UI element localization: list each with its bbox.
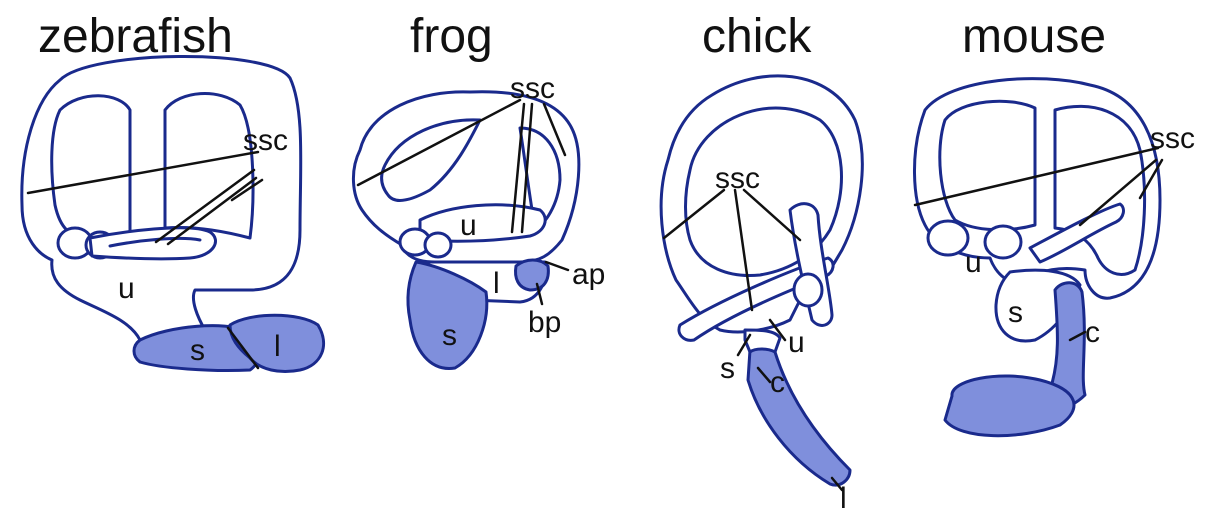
label-chick-c: c bbox=[770, 366, 785, 399]
label-chick-l: l bbox=[840, 482, 847, 512]
label-frog-u: u bbox=[460, 209, 477, 242]
label-chick-s: s bbox=[720, 352, 735, 385]
label-chick-u: u bbox=[788, 326, 805, 359]
label-frog-ssc: ssc bbox=[510, 72, 555, 105]
chick-saccule-stem bbox=[745, 330, 780, 352]
label-mouse-u: u bbox=[965, 246, 982, 279]
label-frog-ap: ap bbox=[572, 258, 605, 291]
chick-ampulla bbox=[794, 274, 822, 306]
label-frog-bp: bp bbox=[528, 306, 561, 339]
label-zebrafish-l: l bbox=[274, 330, 281, 363]
mouse-cochlea-coil bbox=[945, 376, 1074, 436]
panel-title-frog: frog bbox=[410, 10, 493, 63]
mouse-anterior-canal-lumen bbox=[940, 101, 1035, 229]
label-mouse-ssc: ssc bbox=[1150, 122, 1195, 155]
label-mouse-c: c bbox=[1085, 316, 1100, 349]
label-zebrafish-u: u bbox=[118, 272, 135, 305]
panel-zebrafish: zebrafish u s l ssc bbox=[22, 10, 324, 372]
label-frog-s: s bbox=[442, 319, 457, 352]
panel-title-chick: chick bbox=[702, 10, 812, 63]
mouse-ampulla-2 bbox=[985, 226, 1021, 258]
panel-mouse: mouse u s c ssc bbox=[914, 10, 1195, 436]
mouse-ampulla-1 bbox=[928, 221, 968, 255]
chick-cochlear-duct bbox=[748, 346, 850, 485]
label-frog-l: l bbox=[493, 267, 500, 300]
zebrafish-anterior-canal-lumen bbox=[52, 96, 130, 238]
frog-basilar-papilla bbox=[516, 260, 549, 290]
label-zebrafish-ssc: ssc bbox=[243, 124, 288, 157]
frog-ampulla-2 bbox=[425, 233, 451, 257]
panel-chick: chick ssc u s c l bbox=[661, 10, 862, 512]
panel-frog: frog u l s ap bp ssc bbox=[353, 10, 605, 368]
panel-title-mouse: mouse bbox=[962, 10, 1106, 63]
panel-title-zebrafish: zebrafish bbox=[38, 10, 233, 63]
label-mouse-s: s bbox=[1008, 296, 1023, 329]
label-chick-ssc: ssc bbox=[715, 162, 760, 195]
label-zebrafish-s: s bbox=[190, 334, 205, 367]
